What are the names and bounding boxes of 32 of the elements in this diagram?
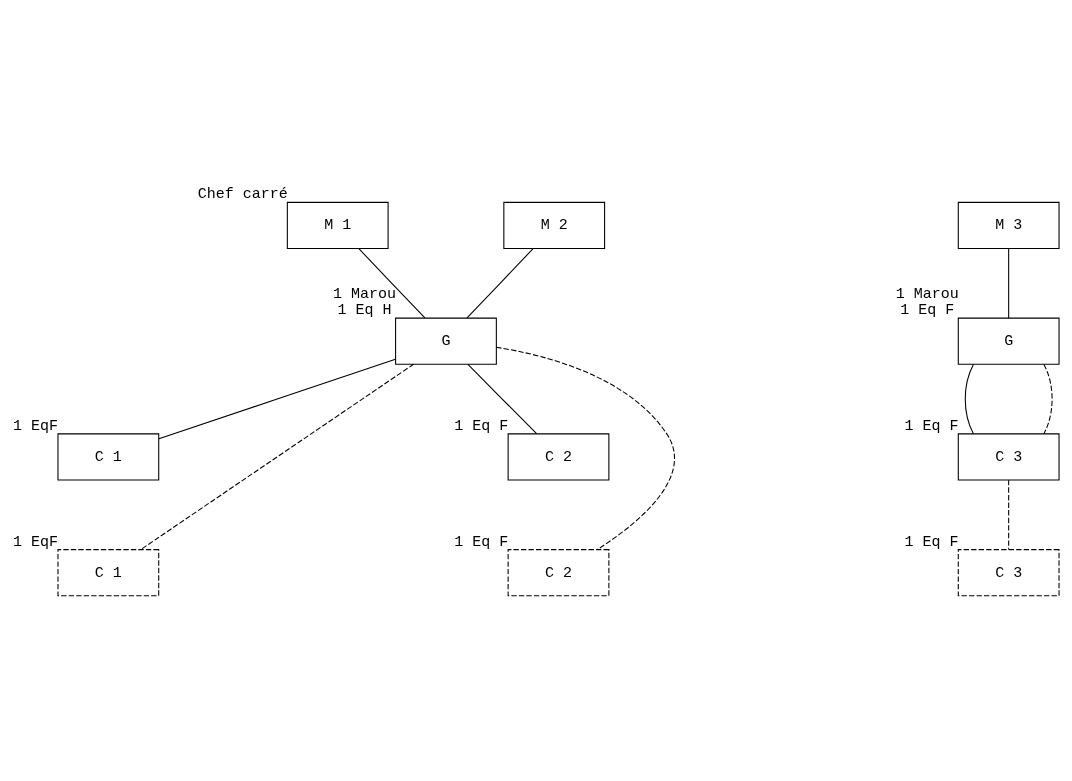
node-box: G (395, 317, 497, 365)
connector (1008, 479, 1010, 550)
node-label: 1 Eq F (904, 417, 959, 435)
connector (495, 346, 675, 550)
connector (1008, 247, 1010, 318)
connector (358, 247, 426, 318)
node-label: 1 Eq F (454, 417, 509, 435)
node-label: 1 Marou (895, 285, 959, 303)
node-box: M 3 (957, 201, 1060, 249)
connector (140, 363, 415, 550)
node-box: C 1 (57, 432, 160, 480)
node-label: Chef carré (197, 185, 288, 203)
node-label: 1 Marou (333, 285, 397, 303)
node-box: C 3 (957, 432, 1060, 480)
node-box: C 3 (957, 548, 1060, 596)
node-label: 1 Eq F (904, 533, 959, 551)
node-box: C 2 (507, 432, 610, 480)
node-box: M 2 (503, 201, 606, 249)
node-box: G (957, 317, 1060, 365)
node-label: 1 Eq H (337, 301, 392, 319)
node-box: C 1 (57, 548, 160, 596)
connector (466, 247, 534, 318)
node-box: M 1 (286, 201, 389, 249)
node-label: 1 EqF (12, 417, 58, 435)
node-label: 1 EqF (12, 533, 58, 551)
connector (158, 358, 396, 439)
connector (467, 363, 538, 434)
connector (964, 363, 974, 434)
node-box: C 2 (507, 548, 610, 596)
connector (1043, 363, 1053, 434)
node-label: 1 Eq F (900, 301, 955, 319)
node-label: 1 Eq F (454, 533, 509, 551)
